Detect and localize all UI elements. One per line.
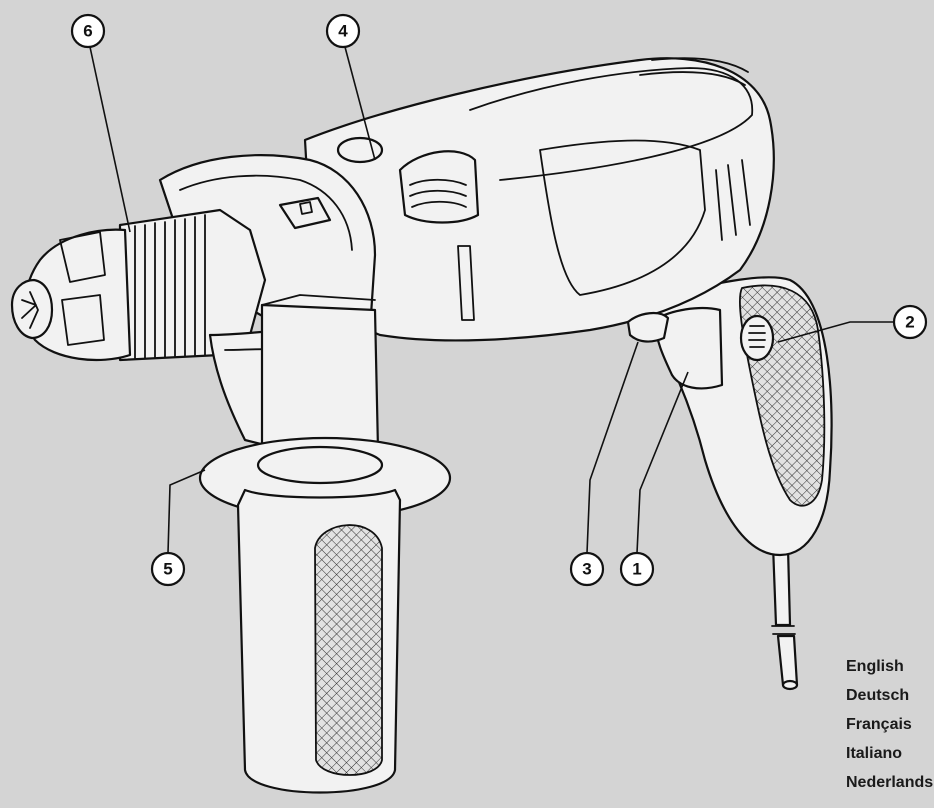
lock-on-button[interactable] [739,314,775,362]
svg-text:4: 4 [338,22,348,41]
callout-5: 5 [150,551,186,587]
language-nederlands[interactable]: Nederlands [846,774,934,791]
language-italiano[interactable]: Italiano [846,745,903,762]
callout-2: 2 [892,304,928,340]
svg-text:6: 6 [83,22,92,41]
language-english[interactable]: English [846,658,904,675]
svg-text:2: 2 [905,313,914,332]
motor-housing [303,57,775,342]
callout-4: 4 [325,13,361,49]
language-deutsch[interactable]: Deutsch [846,687,910,704]
forward-reverse-slider[interactable] [626,312,670,343]
trigger-switch[interactable] [653,306,724,390]
callout-6: 6 [70,13,106,49]
side-handle[interactable] [198,294,452,794]
svg-text:5: 5 [163,560,172,579]
side-handle-grip [314,524,383,776]
callout-3: 3 [569,551,605,587]
svg-text:3: 3 [582,560,591,579]
language-francais[interactable]: Français [846,716,912,733]
leader-lines [89,46,893,554]
callout-1: 1 [619,551,655,587]
language-list: English Deutsch Français Italiano Nederl… [846,652,934,797]
chuck[interactable] [10,208,267,362]
svg-text:1: 1 [632,560,641,579]
power-cord [771,543,799,691]
